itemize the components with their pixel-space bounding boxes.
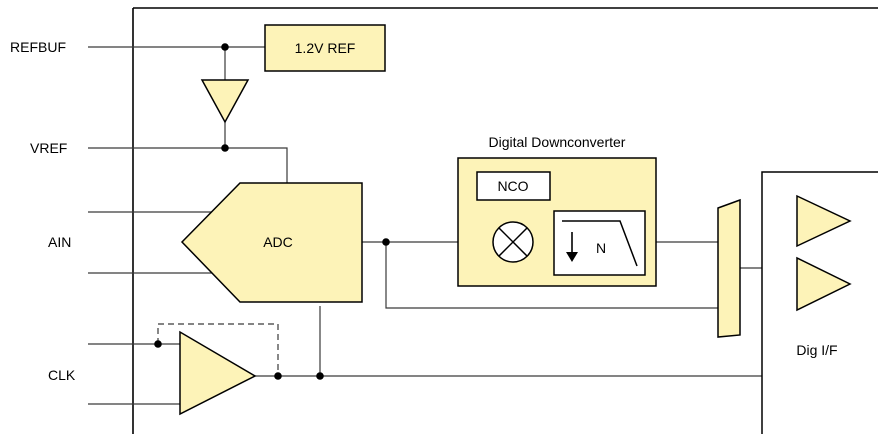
nco-block [476, 171, 551, 201]
junction-refbuf [221, 43, 229, 51]
junction-vref [221, 144, 229, 152]
decimation-label: N [596, 240, 606, 256]
junction-clk-buf-out [274, 372, 282, 380]
adc-label: ADC [263, 234, 293, 250]
dig-if-label: Dig I/F [796, 342, 837, 358]
lowpass-response-icon [562, 220, 638, 267]
output-driver-icon [796, 256, 852, 312]
pin-label-clk: CLK [48, 367, 76, 383]
pin-label-refbuf: REFBUF [10, 39, 66, 55]
reference-block: 1.2V REF [264, 24, 386, 72]
clock-buffer-icon [179, 330, 257, 416]
output-mux [717, 198, 741, 338]
pin-label-vref: VREF [30, 140, 67, 156]
nco-label: NCO [497, 178, 528, 194]
junction-dots [154, 43, 390, 380]
ddc-title: Digital Downconverter [489, 134, 626, 150]
mixer-icon [492, 221, 534, 263]
reference-buffer-icon [200, 79, 250, 124]
junction-clk-in [154, 340, 162, 348]
downsample-arrow-icon [566, 232, 578, 262]
digital-interface: Dig I/F [761, 171, 878, 434]
junction-adc-clk [316, 372, 324, 380]
output-driver-icon [796, 194, 852, 248]
chip-boundary [132, 7, 878, 434]
decimation-filter: N [553, 210, 646, 276]
digital-downconverter: Digital Downconverter NCO N [457, 134, 657, 287]
adc-block: ADC [180, 182, 363, 303]
reference-label: 1.2V REF [295, 40, 356, 56]
junction-adc-out [382, 238, 390, 246]
pin-label-ain: AIN [48, 234, 71, 250]
